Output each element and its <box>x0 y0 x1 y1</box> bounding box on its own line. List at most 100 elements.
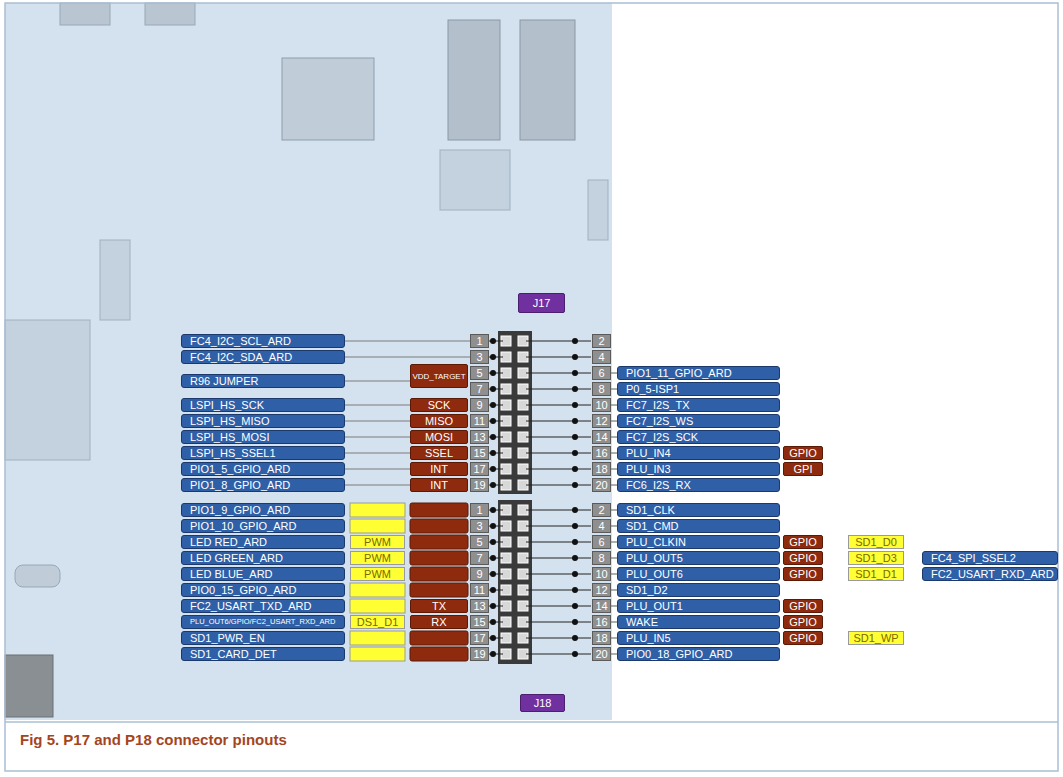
node-text: 9 <box>476 399 482 411</box>
pin-dot <box>490 434 496 440</box>
pin-lead <box>526 373 591 374</box>
arduino-function: GPIO <box>783 631 823 645</box>
node-text: PWM <box>364 568 391 580</box>
pin-dot <box>490 386 496 392</box>
pin-lead <box>526 405 591 406</box>
pin-dot <box>572 386 578 392</box>
node-text: R96 JUMPER <box>190 375 258 387</box>
connector-line <box>345 436 410 437</box>
pin-dot <box>490 523 496 529</box>
empty-function-cell <box>410 567 468 581</box>
pin-dot <box>572 635 578 641</box>
signal-label: PLU_IN5 <box>617 631 780 645</box>
pin-dot <box>490 482 496 488</box>
audio-jack <box>520 20 575 140</box>
pin-number: 2 <box>592 503 611 517</box>
node-text: MISO <box>425 415 453 427</box>
node-text: 5 <box>476 367 482 379</box>
signal-label: FC7_I2S_TX <box>617 398 780 412</box>
pin-number: 15 <box>470 446 489 460</box>
node-text: J17 <box>533 297 551 309</box>
node-text: FC7_I2S_SCK <box>626 431 698 443</box>
pin-number: 14 <box>592 430 611 444</box>
node-text: 16 <box>595 616 607 628</box>
arduino-function: GPIO <box>783 567 823 581</box>
pin-number: 19 <box>470 478 489 492</box>
signal-label: R96 JUMPER <box>181 374 345 388</box>
pin-number: 11 <box>470 583 489 597</box>
empty-alt-cell <box>350 599 405 613</box>
connector-line <box>345 356 470 357</box>
pin-number: 18 <box>592 462 611 476</box>
pin-dot <box>490 466 496 472</box>
pin-dot <box>490 651 496 657</box>
node-text: PIO1_10_GPIO_ARD <box>190 520 296 532</box>
pin-number: 10 <box>592 567 611 581</box>
node-text: PIO0_18_GPIO_ARD <box>626 648 732 660</box>
signal-label: FC2_USART_TXD_ARD <box>181 599 345 613</box>
node-text: PLU_CLKIN <box>626 536 686 548</box>
pin-number: 6 <box>592 366 611 380</box>
mikrobus-function: VDD_TARGET <box>410 364 468 388</box>
pin-number: 20 <box>592 647 611 661</box>
pin-dot <box>572 619 578 625</box>
connector-line <box>345 340 470 341</box>
pin-dot <box>490 370 496 376</box>
pin-lead <box>526 357 591 358</box>
empty-alt-cell <box>350 519 405 533</box>
pin-number: 7 <box>470 382 489 396</box>
node-text: PLU_IN4 <box>626 447 671 459</box>
signal-label: LED RED_ARD <box>181 535 345 549</box>
empty-alt-cell <box>350 647 405 661</box>
board-photo <box>5 3 612 720</box>
pin-lead <box>526 590 591 591</box>
node-text: 20 <box>595 479 607 491</box>
node-text: 3 <box>476 520 482 532</box>
pin-dot <box>572 354 578 360</box>
mikrobus-function: INT <box>410 478 468 492</box>
pin-dot <box>572 507 578 513</box>
node-text: PLU_IN5 <box>626 632 671 644</box>
pin-number: 5 <box>470 366 489 380</box>
node-text: 16 <box>595 447 607 459</box>
pin-dot <box>572 402 578 408</box>
node-text: 12 <box>595 584 607 596</box>
node-text: FC4_SPI_SSEL2 <box>931 552 1016 564</box>
node-text: 17 <box>473 463 485 475</box>
pin-dot <box>490 338 496 344</box>
pin-number: 4 <box>592 350 611 364</box>
node-text: 19 <box>473 479 485 491</box>
node-text: WAKE <box>626 616 658 628</box>
mcu-chip <box>5 320 90 460</box>
pin-dot <box>490 402 496 408</box>
caption-rule <box>5 721 1058 723</box>
node-text: INT <box>430 463 448 475</box>
connector-housing <box>498 331 532 494</box>
node-text: PLU_IN3 <box>626 463 671 475</box>
sd-slot <box>282 58 374 140</box>
node-text: 11 <box>474 584 485 596</box>
pin-lead <box>526 341 591 342</box>
node-text: GPI <box>794 463 813 475</box>
signal-label: LSPI_HS_SSEL1 <box>181 446 345 460</box>
alt-function: SD1_D0 <box>848 535 904 549</box>
node-text: PWM <box>364 552 391 564</box>
pin-lead <box>526 558 591 559</box>
signal-label: LED GREEN_ARD <box>181 551 345 565</box>
pin-dot <box>490 354 496 360</box>
pin-number: 1 <box>470 503 489 517</box>
usb-port <box>60 3 110 25</box>
pin-number: 3 <box>470 519 489 533</box>
header <box>588 180 608 240</box>
pin-number: 12 <box>592 414 611 428</box>
node-text: SD1_D1 <box>855 568 897 580</box>
pin-dot <box>572 603 578 609</box>
pin-lead <box>526 469 591 470</box>
node-text: 18 <box>595 632 607 644</box>
pin-lead <box>526 574 591 575</box>
pin-dot <box>490 418 496 424</box>
node-text: 19 <box>473 648 485 660</box>
jumper-header <box>100 240 130 320</box>
arduino-function: GPIO <box>783 551 823 565</box>
node-text: PLU_OUT6/GPIO/FC2_USART_RXD_ARD <box>190 618 335 627</box>
